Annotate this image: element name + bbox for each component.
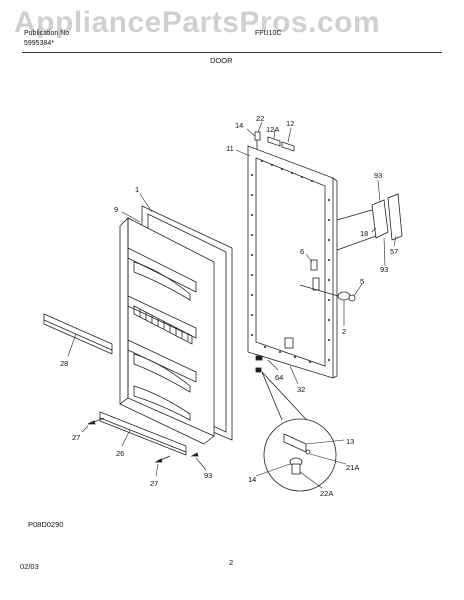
footer-date: 02/03 — [20, 562, 39, 571]
lock-parts — [299, 259, 356, 302]
callout-27-left: 27 — [72, 433, 80, 442]
model-code: FFU10C — [255, 30, 282, 37]
callout-12: 12 — [286, 119, 294, 128]
section-title: DOOR — [210, 56, 233, 65]
callout-93-right: 93 — [380, 265, 388, 274]
handle-parts — [336, 193, 403, 251]
callout-13: 13 — [346, 437, 354, 446]
header-rule — [22, 52, 442, 53]
bottom-hinge-detail — [255, 355, 337, 492]
diagram-code: P08D0290 — [28, 520, 64, 529]
callout-22: 22 — [256, 114, 264, 123]
callout-5: 5 — [360, 277, 364, 286]
screws — [87, 417, 199, 463]
publication-label: Publication No — [24, 30, 70, 37]
watermark: AppliancePartsPros.com — [14, 6, 381, 39]
inner-door-liner — [119, 205, 233, 445]
outer-door-panel — [247, 145, 338, 379]
leader-lines — [67, 121, 397, 489]
callout-22a: 22A — [320, 489, 333, 498]
callout-32: 32 — [297, 385, 305, 394]
callout-21a: 21A — [346, 463, 359, 472]
page-number: 2 — [229, 558, 234, 567]
publication-number: 5995384* — [24, 40, 54, 47]
callout-14-top: 14 — [235, 121, 243, 130]
shelf-bar-bottom — [99, 411, 187, 456]
callout-6: 6 — [300, 247, 304, 256]
callout-93-lower: 93 — [204, 471, 212, 480]
callout-2: 2 — [342, 327, 346, 336]
callout-64: 64 — [275, 373, 283, 382]
callout-18: 18 — [360, 229, 368, 238]
part-callouts: 1 9 11 12 12A 14 22 93 18 57 6 5 2 64 32… — [60, 114, 398, 498]
callout-93-upper: 93 — [374, 171, 382, 180]
callout-9: 9 — [114, 205, 118, 214]
top-hinge-parts — [254, 131, 295, 152]
callout-1: 1 — [135, 185, 139, 194]
shelf-bar-left — [43, 313, 113, 355]
callout-14-bottom: 14 — [248, 475, 256, 484]
callout-28: 28 — [60, 359, 68, 368]
callout-57: 57 — [390, 247, 398, 256]
callout-12a: 12A — [266, 125, 279, 134]
callout-27-bottom: 27 — [150, 479, 158, 488]
callout-11: 11 — [226, 144, 234, 153]
callout-26: 26 — [116, 449, 124, 458]
